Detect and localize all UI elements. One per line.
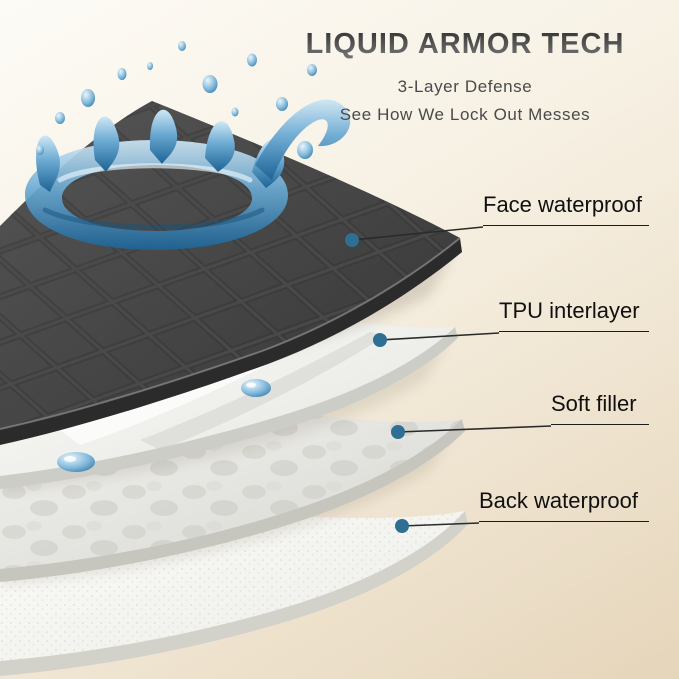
label-tpu-interlayer: TPU interlayer <box>499 298 649 332</box>
leader-dot-back <box>395 519 409 533</box>
label-face-waterproof: Face waterproof <box>483 192 649 226</box>
water-splash <box>25 41 351 250</box>
label-soft-filler: Soft filler <box>551 391 649 425</box>
leader-dots <box>345 233 409 533</box>
leader-lines <box>351 226 552 527</box>
subtitle: 3-Layer Defense <box>397 77 533 96</box>
header: LIQUID ARMOR TECH 3-Layer Defense See Ho… <box>285 28 645 125</box>
label-back-waterproof: Back waterproof <box>479 488 649 522</box>
layer-face-waterproof <box>0 101 462 445</box>
page-title: LIQUID ARMOR TECH <box>285 28 645 61</box>
leader-dot-tpu <box>373 333 387 347</box>
leader-dot-soft <box>391 425 405 439</box>
leader-dot-face <box>345 233 359 247</box>
tagline: See How We Lock Out Messes <box>339 105 591 124</box>
